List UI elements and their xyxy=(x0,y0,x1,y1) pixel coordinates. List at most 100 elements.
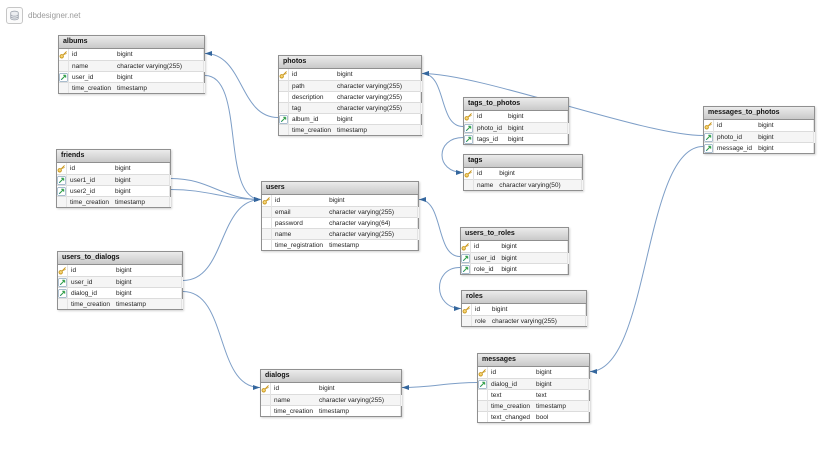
no-icon xyxy=(261,394,271,406)
row-end-spacer xyxy=(181,265,182,277)
row-end-spacer xyxy=(813,120,814,132)
foreign-key-icon xyxy=(57,175,66,185)
table-header[interactable]: dialogs xyxy=(261,370,401,383)
table-header[interactable]: users xyxy=(262,182,418,195)
foreign-key-icon xyxy=(464,123,473,133)
row-end-spacer xyxy=(567,122,568,134)
column-name: time_creation xyxy=(68,82,118,93)
foreign-key-icon xyxy=(464,133,474,144)
table-header[interactable]: tags xyxy=(464,155,582,168)
row-end-spacer xyxy=(567,133,568,144)
column-type: bigint xyxy=(758,122,774,129)
column-type: character varying(255) xyxy=(337,80,421,92)
row-end-spacer xyxy=(417,228,418,240)
app-logo[interactable]: dbdesigner.net xyxy=(6,7,81,24)
primary-key-icon xyxy=(279,69,289,81)
column-type: text xyxy=(536,389,589,401)
foreign-key-icon xyxy=(464,134,473,144)
row-end-spacer xyxy=(420,124,421,135)
primary-key-icon xyxy=(279,71,287,79)
table-header[interactable]: users_to_roles xyxy=(461,228,568,241)
table-header[interactable]: photos xyxy=(279,56,421,69)
column-name: id xyxy=(474,243,480,250)
foreign-key-icon xyxy=(279,114,288,124)
column-type: timestamp xyxy=(319,405,401,416)
table-header[interactable]: tags_to_photos xyxy=(464,98,568,111)
column-type: character varying(255) xyxy=(329,228,418,240)
table-header[interactable]: friends xyxy=(57,150,170,163)
column-name: id xyxy=(475,306,481,313)
column-type: character varying(50) xyxy=(499,179,582,190)
row-end-spacer xyxy=(567,111,568,123)
table-header[interactable]: messages xyxy=(478,354,589,367)
table-header[interactable]: messages_to_photos xyxy=(704,107,814,120)
table-header[interactable]: roles xyxy=(462,291,586,304)
table-header[interactable]: albums xyxy=(59,36,204,49)
column-name: description xyxy=(288,91,338,103)
table-header[interactable]: users_to_dialogs xyxy=(58,252,182,265)
column-name: path xyxy=(288,80,338,92)
row-end-spacer xyxy=(417,206,418,218)
column-name: name xyxy=(68,60,118,72)
row-end-spacer xyxy=(581,179,582,190)
column-type: bigint xyxy=(337,71,353,78)
no-icon xyxy=(478,389,488,401)
